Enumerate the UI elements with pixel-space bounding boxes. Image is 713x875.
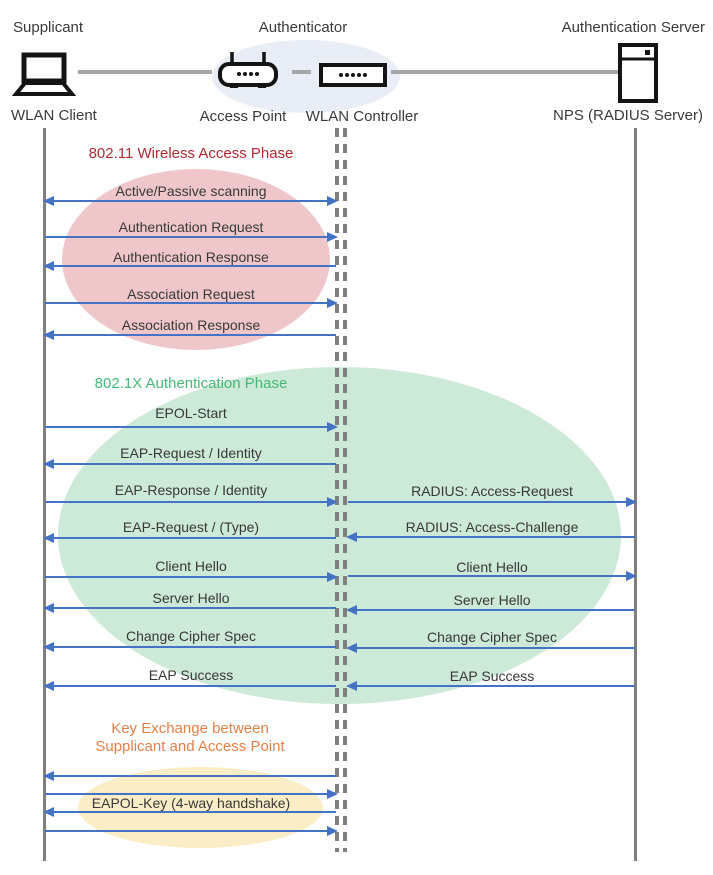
message-label-eap-response-identity: EAP-Response / Identity [114,482,268,498]
message-arrow-change-cipher-left [43,642,336,652]
message-arrow-eap-success-right [346,681,635,691]
message-label-radius-access-challenge: RADIUS: Access-Challenge [405,519,579,535]
phase2-title: 802.1X Authentication Phase [94,375,288,392]
message-arrow-epol-start [45,422,338,432]
message-label-eap-request-identity: EAP-Request / Identity [120,445,262,461]
message-arrow-eap-request-identity [43,459,336,469]
message-arrow-4way-2 [45,789,338,799]
phase3-title-line2: Supplicant and Access Point [95,738,285,755]
message-label-eap-request-type: EAP-Request / (Type) [122,519,260,535]
message-arrow-eap-response-identity [45,497,338,507]
message-label-scanning: Active/Passive scanning [115,183,267,199]
message-arrow-auth-response [43,261,336,271]
role-label-authenticator: Authenticator [258,19,348,36]
phase3-title: Key Exchange between Supplicant and Acce… [65,720,315,756]
message-label-eapol-key: EAPOL-Key (4-way handshake) [91,795,291,811]
message-arrow-4way-3 [43,807,336,817]
access-point-icon [217,49,279,96]
message-label-assoc-response: Association Response [121,317,261,333]
message-label-client-hello-left: Client Hello [155,558,227,574]
message-arrow-4way-4 [45,826,338,836]
message-label-server-hello-left: Server Hello [152,590,230,606]
message-arrow-4way-1 [43,771,336,781]
message-label-assoc-request: Association Request [127,286,255,302]
message-arrow-radius-access-request [348,497,637,507]
message-label-auth-request: Authentication Request [118,219,264,235]
message-arrow-assoc-request [45,298,338,308]
message-arrow-eap-request-type [43,533,336,543]
message-arrow-assoc-response [43,330,336,340]
link-ap-controller [292,70,311,74]
lifeline-wlan-controller-dashed-1 [335,128,339,852]
laptop-icon [11,50,78,103]
phase1-ellipse [62,169,330,350]
phase3-title-line1: Key Exchange between [111,720,269,737]
node-label-wlan-controller: WLAN Controller [305,108,419,125]
message-arrow-client-hello-right [348,571,637,581]
message-arrow-scanning [43,196,338,206]
lifeline-wlan-client [43,128,46,861]
role-label-supplicant: Supplicant [13,19,84,36]
message-label-eap-success-left: EAP Success [148,667,234,683]
message-arrow-auth-request [45,232,338,242]
phase3-ellipse [78,767,323,848]
message-label-epol-start: EPOL-Start [155,405,227,421]
role-label-authentication-server: Authentication Server [561,19,705,36]
lifeline-radius-server [634,128,637,861]
message-arrow-radius-access-challenge [346,532,635,542]
server-icon [618,43,658,108]
message-label-change-cipher-left: Change Cipher Spec [126,628,256,644]
message-arrow-server-hello-left [43,603,336,613]
link-controller-server [391,70,618,74]
node-label-access-point: Access Point [199,108,287,125]
message-label-radius-access-request: RADIUS: Access-Request [411,483,573,499]
message-label-eap-success-right: EAP Success [449,668,535,684]
message-label-change-cipher-right: Change Cipher Spec [427,629,557,645]
message-arrow-server-hello-right [346,605,635,615]
node-label-wlan-client: WLAN Client [11,107,97,124]
node-label-nps-radius-server: NPS (RADIUS Server) [552,107,704,124]
message-arrow-eap-success-left [43,681,336,691]
message-arrow-client-hello-left [45,572,338,582]
message-arrow-change-cipher-right [346,643,635,653]
lifeline-wlan-controller-dashed-2 [343,128,347,852]
phase1-title: 802.11 Wireless Access Phase [88,145,294,162]
message-label-auth-response: Authentication Response [113,249,269,265]
link-client-ap [78,70,212,74]
wlan-controller-icon [319,63,387,92]
message-label-client-hello-right: Client Hello [456,559,528,575]
message-label-server-hello-right: Server Hello [453,592,531,608]
